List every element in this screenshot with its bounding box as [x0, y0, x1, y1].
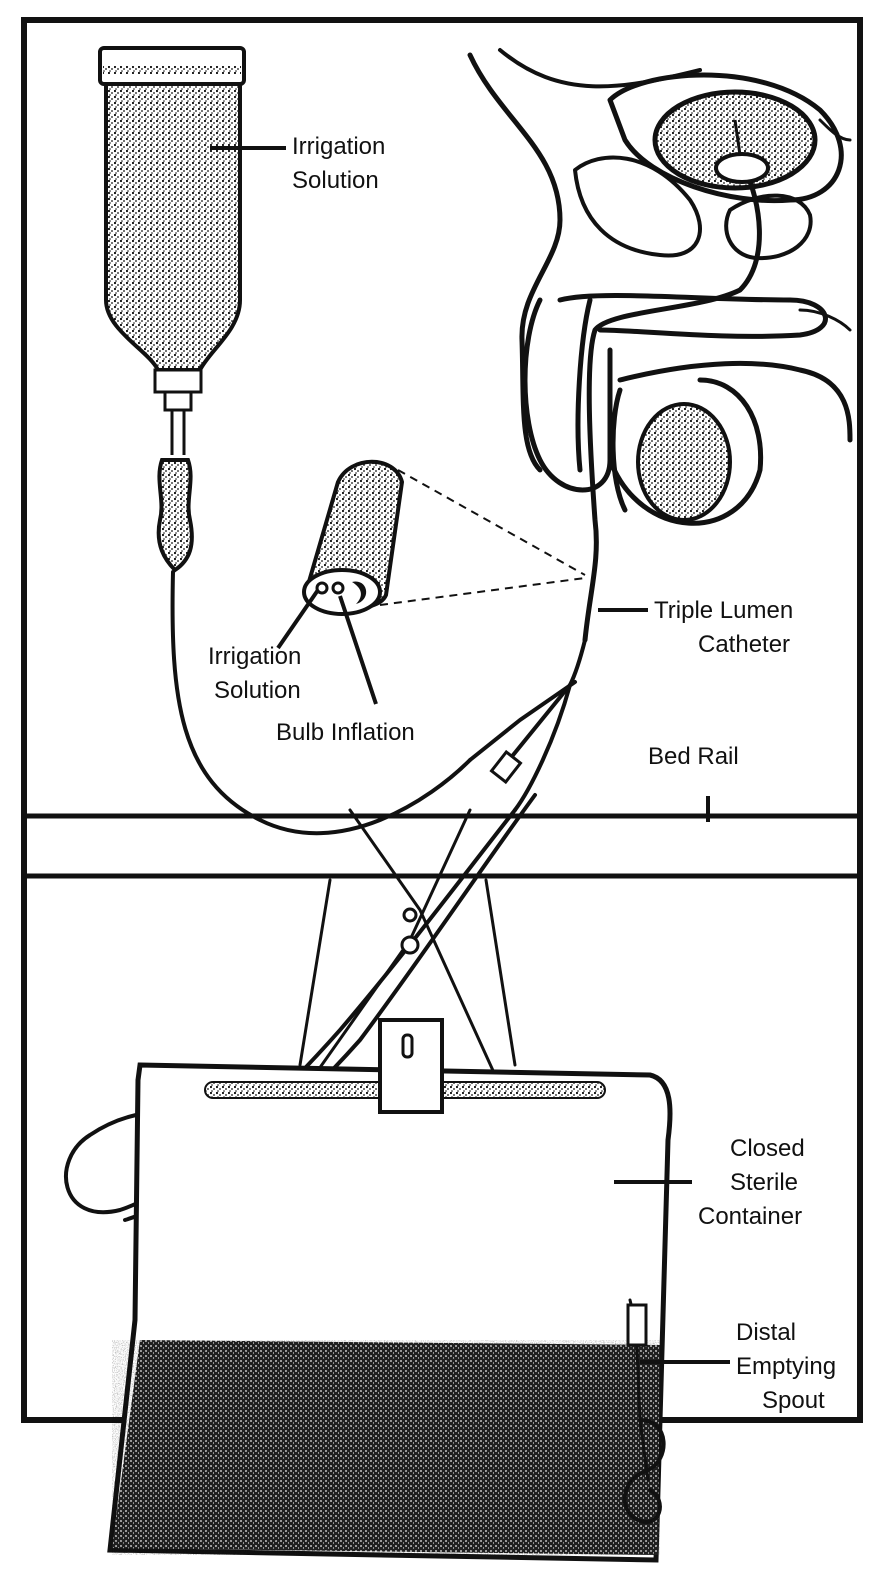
label-triple-lumen-catheter-line2: Catheter: [698, 631, 790, 658]
lumen-cross-section: [302, 459, 586, 616]
inflation-lumen: [331, 581, 345, 595]
catheter-in-urethra: [582, 119, 770, 643]
label-closed-sterile-container-line1: Closed: [730, 1135, 805, 1162]
label-irrigation-solution-lumen-line1: Irrigation: [208, 643, 301, 670]
label-triple-lumen-catheter-line1: Triple Lumen: [654, 597, 793, 624]
label-triple-lumen-catheter: Triple Lumen Catheter: [654, 597, 793, 658]
sterile-container: [107, 1018, 673, 1563]
label-closed-sterile-container-line2: Sterile: [730, 1169, 798, 1196]
label-irrigation-solution-lumen-line2: Solution: [214, 677, 301, 704]
irrigation-lumen: [315, 581, 329, 595]
catheter-balloon: [714, 152, 770, 184]
bed-rail: [27, 813, 857, 879]
irrigation-tubing: [170, 570, 472, 836]
label-closed-sterile-container-line3: Container: [698, 1203, 802, 1230]
label-bed-rail: Bed Rail: [648, 743, 739, 770]
bag-hangers: [288, 808, 522, 1132]
testis: [636, 402, 732, 522]
label-distal-emptying-spout-line2: Emptying: [736, 1353, 836, 1380]
label-closed-sterile-container: Closed Sterile Container: [698, 1135, 805, 1230]
emptying-spout: [626, 1303, 648, 1347]
irrigation-bottle: [98, 46, 246, 573]
label-bulb-inflation: Bulb Inflation: [276, 719, 415, 746]
label-irrigation-solution-bottle-line1: Irrigation: [292, 133, 385, 160]
label-distal-emptying-spout: Distal Emptying Spout: [736, 1319, 836, 1414]
label-irrigation-solution-lumen: Irrigation Solution: [208, 643, 301, 704]
bladder: [652, 89, 818, 191]
leader-lines: [210, 146, 730, 1364]
label-distal-emptying-spout-line1: Distal: [736, 1319, 796, 1346]
label-irrigation-solution-bottle: Irrigation Solution: [292, 133, 385, 194]
label-irrigation-solution-bottle-line2: Solution: [292, 167, 379, 194]
pelvic-anatomy: [467, 48, 853, 526]
label-distal-emptying-spout-line3: Spout: [762, 1387, 825, 1414]
